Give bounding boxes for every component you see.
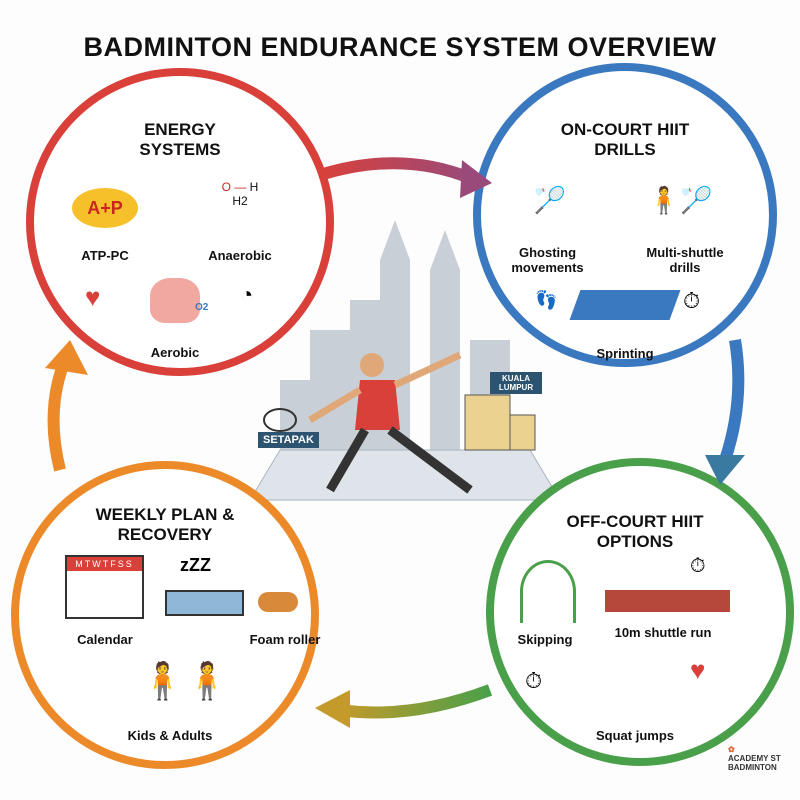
on-court-item-ghosting: Ghosting movements <box>511 245 584 275</box>
off-court-item-skipping: Skipping <box>517 632 573 647</box>
stopwatch-icon: ⏱ <box>683 288 701 313</box>
arrow-weekly-to-energy <box>47 357 71 472</box>
ghosting-player-icon: 🏸 <box>533 185 567 215</box>
academy-logo: ✿ACADEMY ST BADMINTON <box>728 745 781 772</box>
running-track-icon <box>605 590 730 612</box>
calendar-days: MTWTFSS <box>67 557 142 571</box>
multi-shuttle-icon: 🧍🏸 <box>647 185 713 215</box>
stopwatch-icon-2: ⏱ <box>690 555 706 577</box>
molecule-o: O <box>221 180 231 194</box>
weekly-item-foam-roller: Foam roller <box>249 632 321 647</box>
footprints-icon: 👣 <box>535 290 558 310</box>
logo-text: ACADEMY ST BADMINTON <box>728 754 781 772</box>
energy-item-atp-pc: ATP-PC <box>81 248 129 263</box>
sprint-court-icon <box>569 290 681 320</box>
off-court-circle <box>486 458 794 766</box>
gauge-icon: ◔ <box>240 282 254 307</box>
molecule-h: H <box>249 180 259 194</box>
sign-setapak: SETAPAK <box>258 432 319 448</box>
skipping-rope-icon <box>520 560 576 623</box>
kids-adults-figures-icon: 🧍🧍 <box>140 660 230 701</box>
arrow-offcourt-to-weekly <box>339 684 493 719</box>
player-figure <box>263 351 473 494</box>
o2-label: O2 <box>195 302 209 313</box>
weekly-heading: WEEKLY PLAN & RECOVERY <box>95 505 235 544</box>
heart-rate-icon-2: ♥ <box>690 655 706 685</box>
on-court-heading: ON-COURT HIIT DRILLS <box>560 120 690 159</box>
heritage-annex <box>509 414 536 451</box>
on-court-item-sprinting: Sprinting <box>596 346 654 361</box>
stopwatch-icon-3: ⏱ <box>525 668 543 693</box>
weekly-item-calendar: Calendar <box>77 632 133 647</box>
energy-systems-circle <box>26 68 334 376</box>
sign-kuala-lumpur: KUALA LUMPUR <box>490 372 542 394</box>
energy-systems-heading: ENERGY SYSTEMS <box>139 120 221 159</box>
calendar-icon: MTWTFSS <box>65 555 144 619</box>
off-court-item-squat-jumps: Squat jumps <box>595 728 674 743</box>
sleep-zzz-icon: zZZ <box>180 555 211 575</box>
heart-rate-icon: ♥ <box>85 282 101 312</box>
court <box>249 449 561 501</box>
heritage-building <box>464 394 511 451</box>
arrow-oncourt-to-offcourt <box>719 339 745 462</box>
off-court-item-shuttle-run: 10m shuttle run <box>614 625 712 640</box>
energy-item-aerobic: Aerobic <box>150 345 200 360</box>
on-court-item-multi-shuttle: Multi-shuttle drills <box>646 245 724 275</box>
off-court-heading: OFF-COURT HIIT OPTIONS <box>566 512 704 551</box>
bed-icon <box>165 590 244 616</box>
arrow-energy-to-oncourt <box>318 157 473 184</box>
molecule-h2: H2 <box>232 194 248 208</box>
on-court-circle <box>473 63 777 367</box>
atp-burst-icon: A+P <box>72 188 138 228</box>
foam-roller-icon <box>258 592 298 612</box>
energy-item-anaerobic: Anaerobic <box>208 248 272 263</box>
weekly-item-kids-adults: Kids & Adults <box>127 728 213 743</box>
lungs-icon <box>150 278 200 323</box>
page-title: BADMINTON ENDURANCE SYSTEM OVERVIEW <box>83 32 717 62</box>
